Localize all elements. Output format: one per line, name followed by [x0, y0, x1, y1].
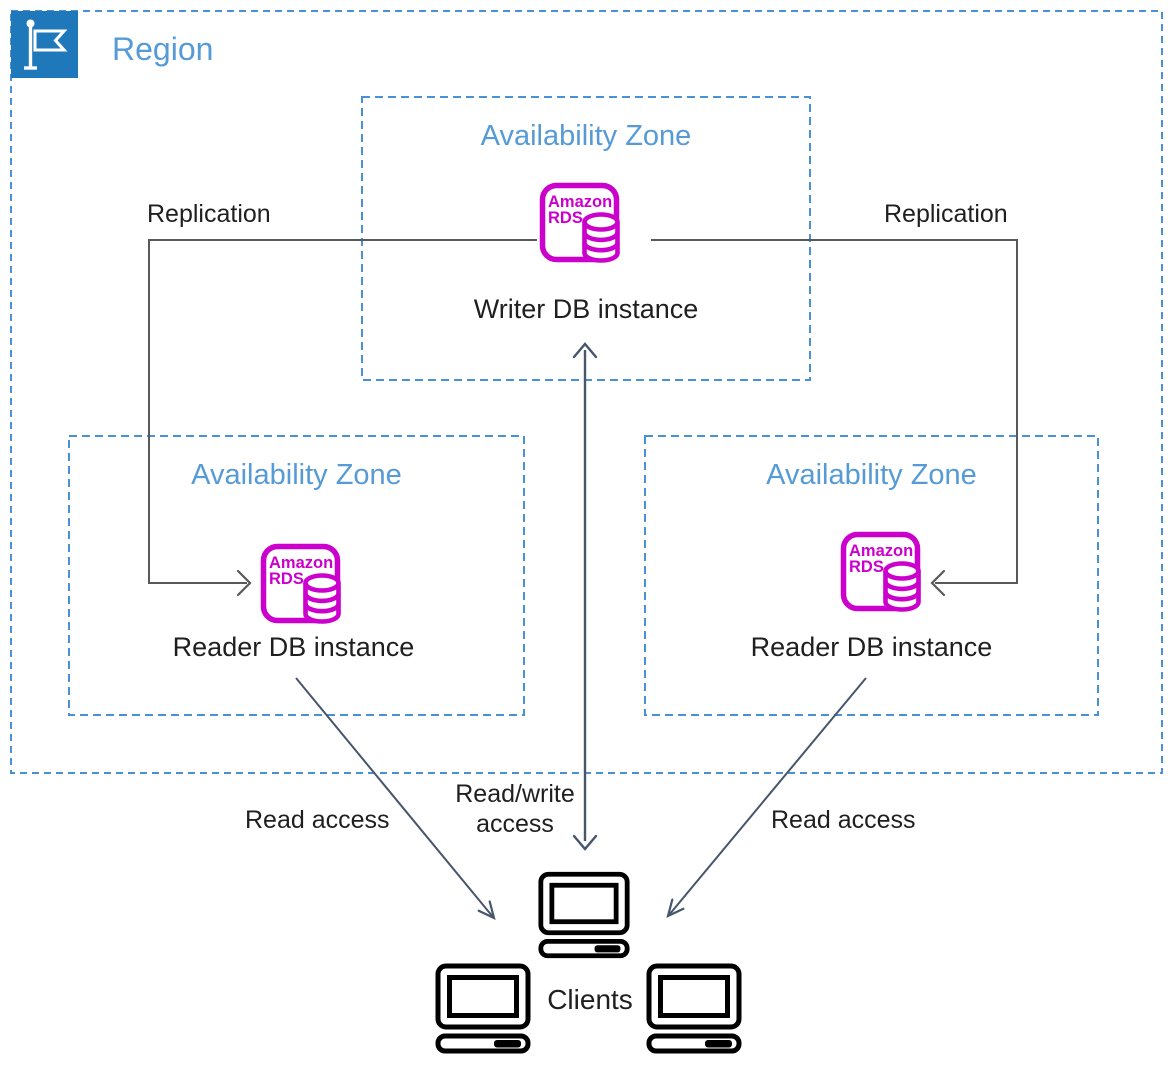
- database-cylinder-icon: [883, 561, 921, 612]
- availability-zone-box-right: [644, 435, 1099, 716]
- rds-label-line2: RDS: [548, 209, 583, 227]
- computer-base-slot: [494, 1040, 521, 1048]
- monitor-screen: [549, 882, 619, 925]
- reader-db-instance-label-left: Reader DB instance: [172, 632, 415, 662]
- writer-db-instance-label: Writer DB instance: [473, 294, 699, 324]
- database-cylinder-icon: [303, 573, 341, 624]
- reader-db-instance-label-right: Reader DB instance: [750, 632, 993, 662]
- replication-label-right: Replication: [884, 200, 1008, 228]
- rds-label-line2: RDS: [849, 558, 884, 576]
- amazon-rds-icon-writer: Amazon RDS: [539, 182, 620, 263]
- rds-label-line1: Amazon: [849, 542, 913, 560]
- read-access-right-line: [668, 677, 867, 916]
- replication-right-arrowhead: [930, 569, 946, 597]
- monitor-screen: [658, 975, 730, 1018]
- database-cylinder-icon: [582, 212, 620, 263]
- client-computer-icon-top: [538, 871, 630, 959]
- monitor-screen: [447, 975, 519, 1018]
- flag-icon-background: [11, 11, 78, 78]
- client-computer-icon-right: [646, 963, 742, 1054]
- az-label-top: Availability Zone: [480, 120, 692, 152]
- read-access-left-arrowhead: [477, 900, 496, 921]
- computer-base-slot: [594, 945, 621, 953]
- amazon-rds-icon-reader-right: Amazon RDS: [840, 531, 921, 612]
- region-label: Region: [112, 31, 214, 67]
- replication-label-left: Replication: [147, 200, 271, 228]
- read-access-label-left: Read access: [245, 806, 390, 834]
- read-write-arrowhead-bottom: [572, 834, 598, 851]
- availability-zone-box-left: [68, 435, 525, 716]
- replication-left-arrowhead: [236, 569, 252, 597]
- replication-left-line: [148, 239, 537, 584]
- amazon-rds-icon-reader-left: Amazon RDS: [260, 543, 341, 624]
- rds-label-line2: RDS: [269, 570, 304, 588]
- rds-label-line1: Amazon: [548, 193, 612, 211]
- read-access-left-line: [295, 677, 494, 918]
- read-write-arrowhead-top: [572, 342, 598, 359]
- clients-label: Clients: [547, 984, 633, 1015]
- flag-pole-top: [26, 19, 35, 28]
- computer-base-slot: [705, 1040, 732, 1048]
- rds-label-line1: Amazon: [269, 554, 333, 572]
- region-box: [10, 10, 1163, 774]
- flag-banner: [33, 29, 68, 52]
- client-computer-icon-left: [435, 963, 531, 1054]
- az-label-right: Availability Zone: [766, 459, 977, 491]
- flag-icon: [11, 11, 78, 78]
- read-access-right-arrowhead: [666, 898, 685, 918]
- read-access-label-right: Read access: [771, 806, 916, 834]
- az-label-left: Availability Zone: [191, 459, 402, 491]
- replication-right-line: [651, 239, 1018, 584]
- read-write-access-label: Read/write access: [455, 780, 575, 838]
